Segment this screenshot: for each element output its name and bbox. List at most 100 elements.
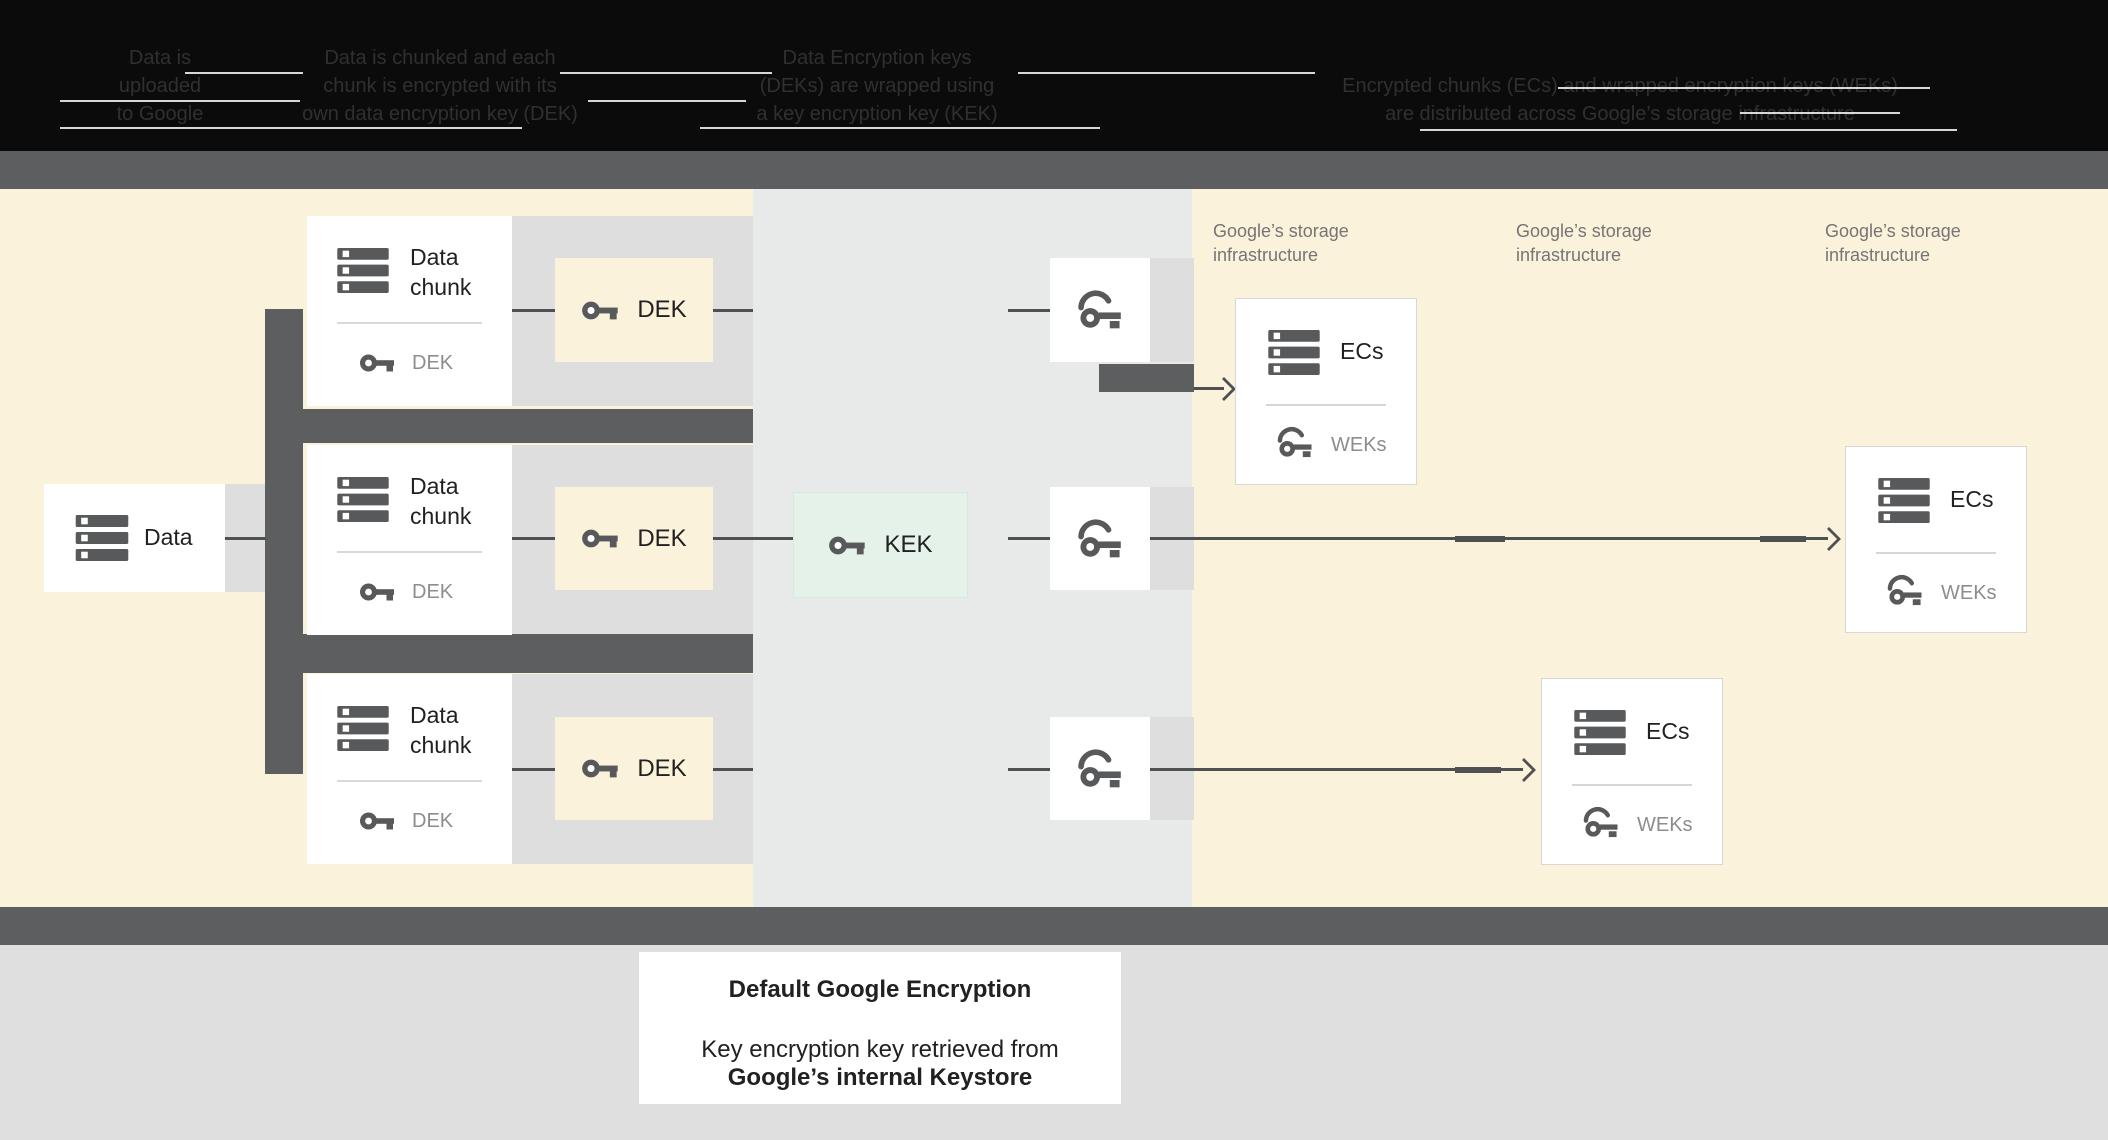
redaction-streak <box>700 127 1100 129</box>
arrow-line-thick-segment <box>1455 536 1505 542</box>
header-band: Data is uploaded to Google Data is chunk… <box>0 0 2108 151</box>
arrowhead-icon <box>1826 526 1841 552</box>
ecs-title: ECs <box>1646 718 1690 744</box>
wrapped-key-icon <box>1074 288 1126 332</box>
key-icon <box>581 757 623 780</box>
dek-inline-label: DEK <box>412 581 454 603</box>
connector-line <box>713 309 753 312</box>
divider <box>337 322 482 324</box>
data-label: Data <box>144 524 193 550</box>
storage-infrastructure-label: Google’s storage infrastructure <box>1213 221 1349 265</box>
key-icon <box>359 352 399 374</box>
key-icon <box>828 534 870 557</box>
arrowhead-icon <box>1221 376 1236 402</box>
wrapped-key-icon <box>1074 747 1126 791</box>
server-icon <box>336 706 390 751</box>
data-chunk-box: Data chunk DEK <box>307 216 512 406</box>
dek-box: DEK <box>555 487 713 590</box>
divider <box>337 551 482 553</box>
header-text-line: Data is chunked and each <box>324 47 556 69</box>
caption-line: Key encryption key retrieved from <box>701 1036 1059 1063</box>
wrapped-key-output-bar <box>1099 364 1194 392</box>
redaction-streak <box>1558 87 1930 89</box>
dek-inline-label: DEK <box>412 810 454 832</box>
wrapped-key-icon <box>1884 573 1926 608</box>
header-column-4: Encrypted chunks (ECs) and wrapped encry… <box>1297 72 1943 128</box>
data-box: Data <box>44 484 225 592</box>
ecs-title: ECs <box>1950 486 1994 512</box>
data-chunk-title: Data chunk <box>410 473 472 529</box>
header-text-line: Data Encryption keys <box>782 47 972 69</box>
dek-label: DEK <box>637 524 687 552</box>
data-chunk-box: Data chunk DEK <box>307 445 512 635</box>
connector-line <box>222 537 266 540</box>
ecs-box: ECs WEKs <box>1541 678 1723 865</box>
server-icon <box>74 515 130 561</box>
server-icon <box>1877 478 1931 523</box>
storage-infrastructure-label: Google’s storage infrastructure <box>1825 221 1961 265</box>
caption-box: Default Google Encryption Key encryption… <box>639 952 1121 1104</box>
header-column-1: Data is uploaded to Google <box>35 44 285 128</box>
key-icon <box>359 581 399 603</box>
divider <box>1266 404 1386 406</box>
header-text-line: own data encryption key (DEK) <box>302 103 578 125</box>
data-chunk-title: Data chunk <box>410 244 472 300</box>
data-chunk-box: Data chunk DEK <box>307 674 512 864</box>
server-icon <box>336 477 390 522</box>
kek-box: KEK <box>793 492 968 598</box>
header-column-3: Data Encryption keys (DEKs) are wrapped … <box>725 44 1029 128</box>
caption-line-bold: Google’s internal Keystore <box>727 1064 1033 1091</box>
redaction-streak <box>185 72 303 74</box>
connector-line <box>512 768 555 771</box>
header-column-2: Data is chunked and each chunk is encryp… <box>285 44 595 128</box>
redaction-streak <box>560 72 772 74</box>
chunk-splitter-band <box>303 409 753 443</box>
caption-title: Default Google Encryption <box>728 976 1032 1003</box>
storage-infrastructure-label: Google’s storage infrastructure <box>1516 221 1652 265</box>
redaction-streak <box>60 100 300 102</box>
weks-label: WEKs <box>1331 434 1387 456</box>
redaction-streak <box>1018 72 1315 74</box>
redaction-streak <box>588 100 746 102</box>
connector-line <box>713 537 793 540</box>
weks-label: WEKs <box>1637 814 1693 836</box>
arrow-line-thick-segment <box>1760 536 1806 542</box>
connector-line <box>1008 537 1050 540</box>
redaction-streak <box>1740 112 1900 114</box>
kek-label: KEK <box>884 531 933 558</box>
key-icon <box>581 299 623 322</box>
header-text-line: chunk is encrypted with its <box>323 75 557 97</box>
dek-label: DEK <box>637 754 687 782</box>
chunk-splitter-bar <box>265 309 303 774</box>
header-text-line: (DEKs) are wrapped using <box>759 75 995 97</box>
arrow-line <box>1194 387 1224 390</box>
key-icon <box>581 527 623 550</box>
dek-box: DEK <box>555 258 713 362</box>
arrowhead-icon <box>1521 757 1536 783</box>
wrapped-key-icon <box>1074 517 1126 561</box>
server-icon <box>336 248 390 293</box>
bottom-separator-band <box>0 907 2108 945</box>
header-text-line: Data is <box>128 47 192 69</box>
header-text-line: are distributed across Google’s storage … <box>1385 103 1855 125</box>
header-text-line: uploaded <box>118 75 202 97</box>
divider <box>337 780 482 782</box>
dek-box: DEK <box>555 717 713 820</box>
chunk-splitter-band <box>303 634 753 673</box>
weks-label: WEKs <box>1941 582 1997 604</box>
arrow-line <box>1150 768 1523 771</box>
connector-line <box>1008 309 1050 312</box>
connector-line <box>1008 768 1050 771</box>
wrapped-key-box <box>1050 717 1150 820</box>
dek-label: DEK <box>637 296 687 323</box>
divider <box>1876 552 1996 554</box>
ecs-box: ECs WEKs <box>1235 298 1417 485</box>
server-icon <box>1267 330 1321 375</box>
wrapped-key-box <box>1050 487 1150 590</box>
header-text-line: Encrypted chunks (ECs) and wrapped encry… <box>1342 75 1898 97</box>
server-icon <box>1573 710 1627 755</box>
connector-line <box>512 309 555 312</box>
key-icon <box>359 810 399 832</box>
top-separator-band <box>0 151 2108 189</box>
